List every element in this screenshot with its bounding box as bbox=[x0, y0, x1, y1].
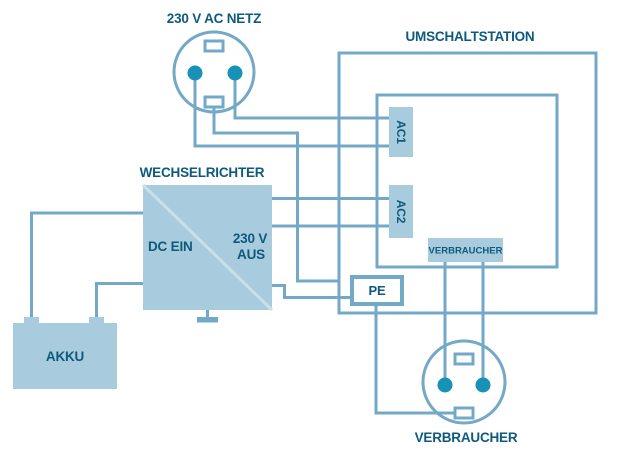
switch-station-inner-box bbox=[375, 93, 559, 269]
consumer-socket-bottom-contact bbox=[453, 406, 475, 420]
port-pe-box bbox=[350, 275, 404, 306]
wire-grid-to-ac1-b bbox=[233, 74, 391, 120]
consumer-terminal-box bbox=[428, 238, 503, 262]
grid-socket-bottom-contact bbox=[203, 95, 225, 109]
ground-symbol bbox=[197, 317, 218, 323]
switch-station-label: UMSCHALTSTATION bbox=[406, 29, 535, 44]
consumer-socket-label: VERBRAUCHER bbox=[415, 430, 518, 445]
grid-socket-pin-right bbox=[227, 65, 243, 81]
inverter-dc-in-label: DC EIN bbox=[148, 239, 193, 254]
wire-grid-ground bbox=[212, 100, 339, 283]
inverter-diagonal-line bbox=[141, 183, 274, 312]
battery-terminal-left bbox=[24, 317, 39, 324]
consumer-socket-pin-right bbox=[475, 377, 491, 393]
switch-station-outer-box bbox=[337, 51, 598, 315]
port-ac1-label: AC1 bbox=[394, 120, 408, 144]
grid-socket-top-contact bbox=[203, 39, 225, 53]
battery-terminal-right bbox=[89, 317, 104, 324]
inverter-ac-out-label-line2: AUS bbox=[237, 247, 265, 262]
consumer-terminal-label: VERBRAUCHER bbox=[429, 246, 503, 257]
wire-battery-plus bbox=[30, 211, 143, 319]
grid-socket-label: 230 V AC NETZ bbox=[167, 11, 261, 26]
grid-socket-pin-left bbox=[187, 65, 203, 81]
inverter-ac-out-label-line1: 230 V bbox=[233, 231, 267, 246]
port-ac2-box bbox=[389, 185, 413, 238]
wire-inverter-to-pe bbox=[272, 284, 352, 299]
wire-battery-minus bbox=[95, 282, 143, 319]
port-pe-label: PE bbox=[369, 283, 386, 298]
inverter-label: WECHSELRICHTER bbox=[140, 165, 265, 180]
consumer-socket-top-contact bbox=[453, 352, 475, 366]
wire-grid-to-ac1-a bbox=[193, 74, 391, 148]
wire-pe-to-consumer bbox=[374, 303, 456, 415]
battery-label: AKKU bbox=[46, 349, 84, 364]
port-ac1-box bbox=[389, 107, 413, 157]
battery-box bbox=[13, 323, 117, 389]
wires bbox=[30, 74, 485, 415]
consumer-socket-pin-left bbox=[437, 377, 453, 393]
port-ac2-label: AC2 bbox=[394, 200, 408, 224]
